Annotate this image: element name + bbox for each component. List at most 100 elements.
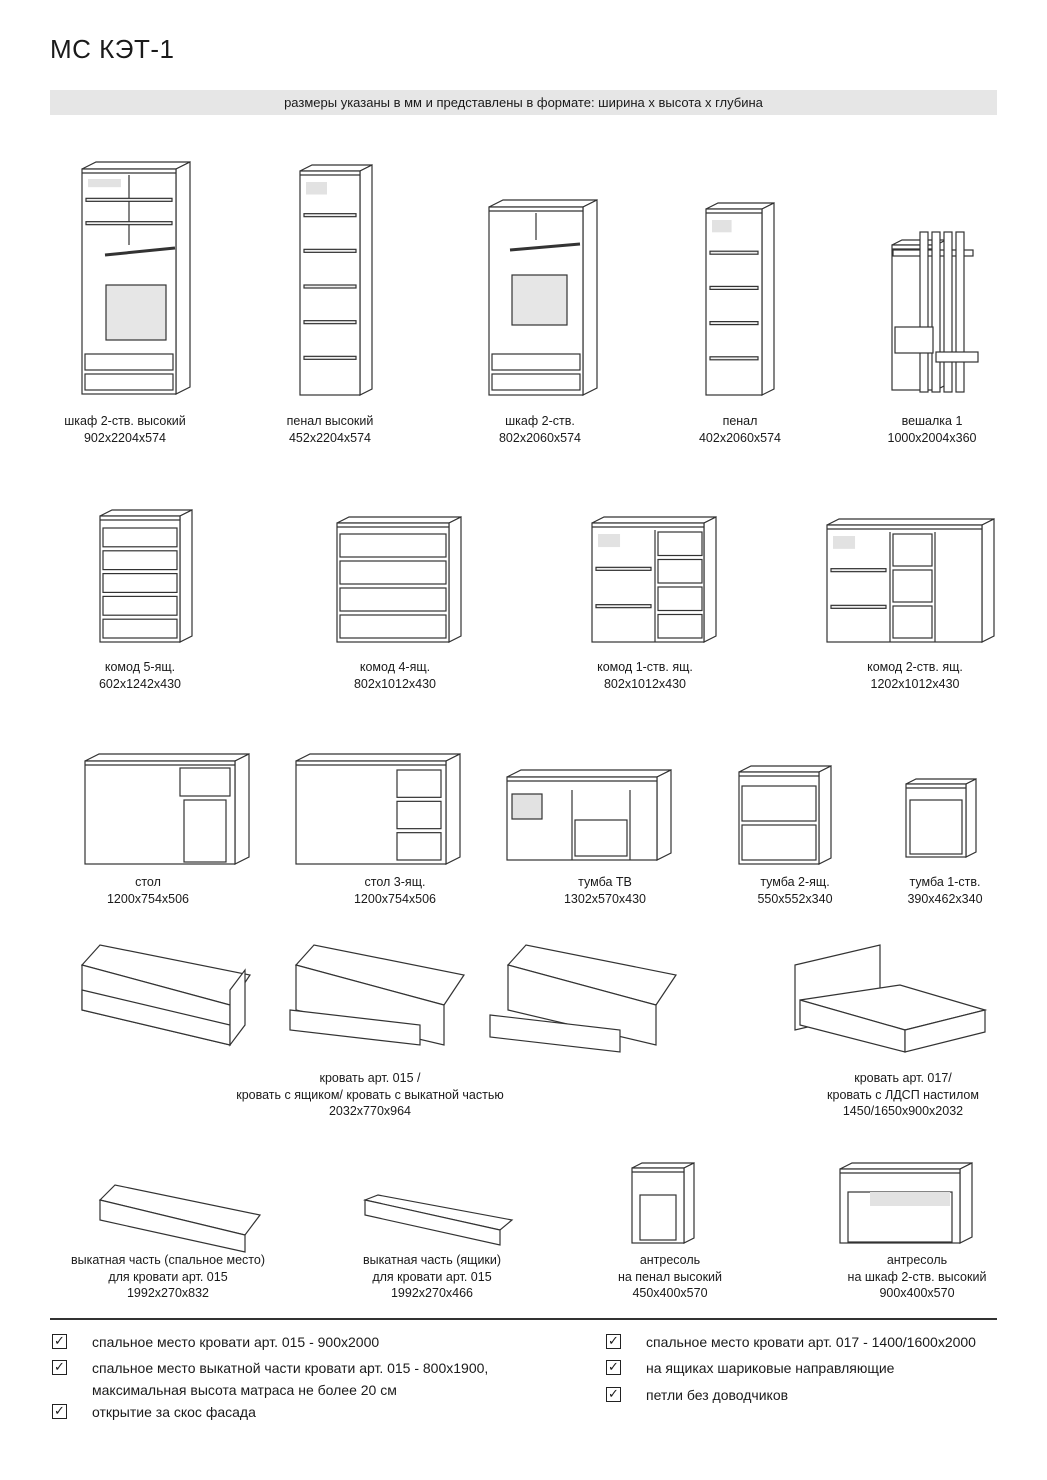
item-caption: тумба ТВ 1302x570x430 <box>455 874 755 907</box>
item-caption: шкаф 2-ств. 802x2060x574 <box>390 413 690 446</box>
item-caption: антресоль на шкаф 2-ств. высокий 900x400x5… <box>767 1252 1047 1302</box>
coat-hanger-drawing <box>891 231 979 393</box>
divider <box>50 1318 997 1320</box>
item-dimensions: 450x400x570 <box>632 1286 708 1300</box>
item-name: для кровати арт. 015 <box>108 1269 228 1284</box>
top-cabinet-narrow-drawing <box>631 1162 695 1244</box>
item-name: шкаф 2-ств. <box>505 414 575 428</box>
note-item: ✓петли без доводчиков <box>606 1384 788 1406</box>
item-name: выкатная часть (спальное место) <box>70 1253 265 1267</box>
item-name: на шкаф 2-ств. высокий <box>847 1269 987 1284</box>
furniture-illustrations <box>80 161 995 1253</box>
wardrobe-2door-drawing <box>488 199 598 396</box>
note-item: ✓спальное место выкатной части кровати а… <box>52 1357 488 1401</box>
item-name: кровать с ящиком/ кровать с выкатной час… <box>236 1087 504 1102</box>
chest-5-drawers-drawing <box>99 509 193 643</box>
checkbox-icon: ✓ <box>606 1334 621 1349</box>
item-dimensions: 602x1242x430 <box>98 676 182 691</box>
item-dimensions: 1000x2004x360 <box>887 430 977 445</box>
checkbox-icon: ✓ <box>606 1360 621 1375</box>
item-name: пенал высокий <box>286 414 374 428</box>
page-title: МС КЭТ-1 <box>50 34 175 64</box>
item-dimensions: 402x2060x574 <box>698 430 782 445</box>
item-caption: выкатная часть (ящики)для кровати арт. 0… <box>282 1252 582 1302</box>
item-name: на пенал высокий <box>617 1269 723 1284</box>
item-dimensions: 900x400x570 <box>879 1286 955 1300</box>
checkbox-icon: ✓ <box>52 1360 67 1375</box>
bed-015-drawing <box>80 944 251 1047</box>
item-caption: комод 1-ств. ящ.802x1012x430 <box>495 659 795 692</box>
item-caption: комод 2-ств. ящ. 1202x1012x430 <box>765 659 1047 692</box>
item-name: выкатная часть (ящики) <box>362 1253 502 1267</box>
dimensions-format-banner: размеры указаны в мм и представлены в фо… <box>50 90 997 115</box>
item-caption: стол 1200x754x506 <box>0 874 298 907</box>
item-dimensions: 452x2204x574 <box>288 430 372 445</box>
item-caption: кровать арт. 015 / кровать с ящиком/ кров… <box>220 1070 520 1120</box>
item-caption: пенал 402x2060x574 <box>590 413 890 446</box>
chest-1door-drawers-drawing <box>591 516 717 643</box>
item-dimensions: 902x2204x574 <box>83 430 167 445</box>
item-dimensions: 1992x270x832 <box>126 1286 210 1300</box>
item-name: комод 2-ств. ящ. <box>867 660 963 674</box>
item-caption: антресоль на пенал высокий 450x400x570 <box>520 1252 820 1302</box>
item-dimensions: 1992x270x466 <box>390 1286 474 1300</box>
bed-017-drawing <box>794 944 988 1053</box>
item-dimensions: 2032x770x964 <box>328 1104 412 1118</box>
chest-2door-drawers-drawing <box>826 518 995 643</box>
desk-drawing <box>84 753 250 865</box>
item-dimensions: 550x552x340 <box>757 891 833 906</box>
item-caption: тумба 2-ящ. 550x552x340 <box>645 874 945 907</box>
item-name: пенал <box>722 414 758 428</box>
item-dimensions: 802x1012x430 <box>603 676 687 691</box>
item-dimensions: 1450/1650x900x2032 <box>842 1104 964 1118</box>
checkbox-icon: ✓ <box>606 1387 621 1402</box>
nightstand-1door-drawing <box>905 778 977 858</box>
nightstand-2-drawers-drawing <box>738 765 832 865</box>
item-name: стол <box>135 875 161 889</box>
item-dimensions: 1302x570x430 <box>563 891 647 906</box>
trundle-sleeping-drawing <box>98 1184 262 1253</box>
item-name: антресоль <box>639 1253 701 1267</box>
item-name: тумба 2-ящ. <box>760 875 830 889</box>
note-item: ✓спальное место кровати арт. 017 - 1400/… <box>606 1331 976 1353</box>
item-dimensions: 1200x754x506 <box>106 891 190 906</box>
item-caption: кровать арт. 017/кровать с ЛДСП настилом… <box>753 1070 1047 1120</box>
item-name: кровать с ЛДСП настилом <box>827 1087 979 1102</box>
note-item: ✓на ящиках шариковые направляющие <box>606 1357 894 1379</box>
item-name: антресоль <box>886 1253 948 1267</box>
item-caption: стол 3-ящ. 1200x754x506 <box>245 874 545 907</box>
item-dimensions: 390x462x340 <box>907 891 983 906</box>
item-caption: вешалка 1 1000x2004x360 <box>782 413 1047 446</box>
item-caption: комод 4-ящ. 802x1012x430 <box>245 659 545 692</box>
item-name: шкаф 2-ств. высокий <box>64 414 186 428</box>
item-caption: пенал высокий 452x2204x574 <box>180 413 480 446</box>
note-item: ✓спальное место кровати арт. 015 - 900x2… <box>52 1331 379 1353</box>
item-caption: комод 5-ящ. 602x1242x430 <box>0 659 290 692</box>
item-name: тумба 1-ств. <box>909 875 981 889</box>
checkbox-icon: ✓ <box>52 1404 67 1419</box>
item-name: стол 3-ящ. <box>364 875 426 889</box>
top-cabinet-wide-drawing <box>839 1162 973 1244</box>
item-name: комод 5-ящ. <box>104 660 176 674</box>
bed-015-with-drawer-drawing <box>289 944 465 1046</box>
item-name: вешалка 1 <box>901 414 963 428</box>
note-item: ✓открытие за скос фасада <box>52 1401 256 1423</box>
item-caption: выкатная часть (спальное место) для крова… <box>18 1252 318 1302</box>
bed-015-with-trundle-drawing <box>489 944 677 1053</box>
item-dimensions: 1202x1012x430 <box>870 676 960 691</box>
wardrobe-2door-tall-drawing <box>81 161 191 395</box>
item-dimensions: 802x1012x430 <box>353 676 437 691</box>
item-name: тумба ТВ <box>578 875 632 889</box>
item-caption: шкаф 2-ств. высокий 902x2204x574 <box>0 413 275 446</box>
item-dimensions: 802x2060x574 <box>498 430 582 445</box>
item-dimensions: 1200x754x506 <box>353 891 437 906</box>
item-caption: тумба 1-ств. 390x462x340 <box>795 874 1047 907</box>
tall-narrow-cabinet-drawing <box>299 164 373 396</box>
desk-3-drawers-drawing <box>295 753 461 865</box>
item-name: комод 4-ящ. <box>359 660 431 674</box>
item-name: кровать арт. 017/ <box>854 1071 952 1085</box>
chest-4-drawers-drawing <box>336 516 462 643</box>
item-name: кровать арт. 015 / <box>319 1071 421 1085</box>
checkbox-icon: ✓ <box>52 1334 67 1349</box>
